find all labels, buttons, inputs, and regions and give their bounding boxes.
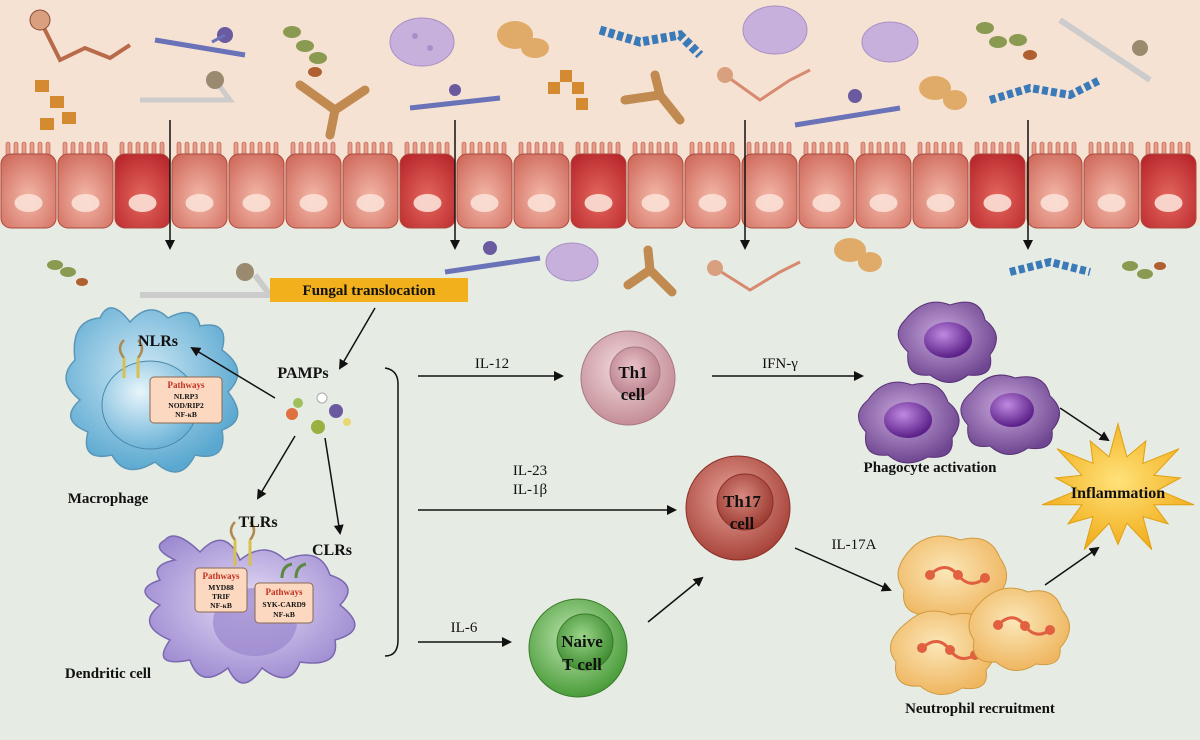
th17-nucleus [716, 473, 774, 531]
epithelial-cell [570, 141, 627, 229]
phagocyte-cells [858, 301, 1060, 464]
hypha-icon [1058, 17, 1152, 83]
naive-to-th17-arrow [647, 576, 704, 623]
mycelium-icon [598, 25, 704, 59]
fungal-translocation-label: Fungal translocation [303, 283, 437, 299]
spore-icon [742, 5, 808, 55]
th1-nucleus [609, 346, 661, 398]
inflammation-label: Inflammation [1071, 485, 1165, 502]
lumen-fungi [29, 5, 1152, 140]
pseudohyphae-icon [295, 80, 370, 140]
macrophage-pathways-title: Pathways [167, 380, 204, 390]
epithelial-cell [684, 141, 741, 229]
epithelial-cell [342, 141, 399, 229]
epithelial-cell [57, 141, 114, 229]
epithelial-cell [0, 141, 57, 229]
th1-label-line2: cell [621, 385, 646, 404]
hypha-icon [794, 89, 901, 128]
pseudohyphae-icon [620, 70, 685, 125]
pamps-to-clrs-arrow [324, 437, 344, 535]
nlrs-label: NLRs [138, 333, 178, 350]
dc-tlr-pathway-item: TRIF [212, 592, 230, 601]
il23-label: IL-23 [513, 463, 547, 479]
epithelial-cell [741, 141, 798, 229]
fungal-translocation-banner [270, 278, 468, 302]
epithelial-cell [855, 141, 912, 229]
epithelial-cell [1083, 141, 1140, 229]
pamps-to-nlrs-arrow [190, 346, 276, 399]
phagocyte-activation-label: Phagocyte activation [864, 460, 998, 476]
naive-label-line2: T cell [562, 655, 602, 674]
epithelial-cell [798, 141, 855, 229]
translocated-fungi [47, 238, 1166, 298]
neutrophil-to-inflammation-arrow [1044, 546, 1100, 586]
il17a-arrow [794, 547, 892, 592]
budding-yeast-icon [497, 21, 549, 58]
epithelial-cell [513, 141, 570, 229]
phagocyte-to-inflammation-arrow [1059, 407, 1110, 442]
epithelial-cell [399, 141, 456, 229]
hypha-icon [29, 9, 132, 63]
yeast-chain-icon [976, 22, 1037, 60]
yeast-chain-icon [283, 26, 327, 77]
dendritic-cell-label: Dendritic cell [65, 666, 151, 682]
pamps-particles [286, 392, 351, 434]
epithelial-cell [969, 141, 1026, 229]
naive-t-nucleus [556, 613, 614, 671]
dc-tlr-pathways-box [194, 567, 248, 613]
inflammation-burst [1041, 421, 1195, 551]
il12-label: IL-12 [475, 356, 509, 372]
pamps-to-tlrs-arrow [256, 435, 296, 500]
spore-icon [861, 21, 919, 63]
il1b-label: IL-1β [513, 482, 547, 498]
epithelial-cell [912, 141, 969, 229]
epithelial-cell [285, 141, 342, 229]
dc-clr-pathways-title: Pathways [265, 587, 302, 597]
neutrophil-recruitment-label: Neutrophil recruitment [905, 701, 1055, 717]
macrophage-label: Macrophage [68, 491, 149, 507]
hypha-icon [717, 67, 811, 102]
clrs-label: CLRs [312, 542, 352, 559]
mycelium-icon [988, 76, 1102, 104]
naive-label-line1: Naive [561, 632, 603, 651]
spore-icon [389, 17, 455, 67]
epithelial-cell [171, 141, 228, 229]
dc-tlr-pathways-title: Pathways [202, 571, 239, 581]
neutrophil-cells [889, 535, 1070, 695]
epithelial-cell [1140, 141, 1197, 229]
hypha-icon [409, 84, 501, 111]
dc-tlr-pathway-item: NF-κB [210, 601, 232, 610]
macrophage-pathway-item: NOD/RIP2 [168, 401, 204, 410]
macrophage-pathway-item: NLRP3 [174, 392, 198, 401]
th17-label-line1: Th17 [723, 492, 761, 511]
th17-label-line2: cell [730, 514, 755, 533]
epithelial-cell [114, 141, 171, 229]
epithelial-layer [0, 141, 1197, 229]
yeast-chain-icon [35, 80, 76, 130]
hypha-icon [154, 27, 246, 58]
ifng-label: IFN-γ [762, 356, 798, 372]
dc-clr-pathways-box [254, 582, 314, 624]
epithelial-cell [627, 141, 684, 229]
th1-label-line1: Th1 [618, 363, 647, 382]
epithelial-cell [1026, 141, 1083, 229]
hypha-icon [140, 71, 235, 103]
il6-label: IL-6 [451, 620, 478, 636]
macrophage-pathways-box [149, 376, 223, 424]
tlrs-label: TLRs [238, 514, 277, 531]
macrophage-pathway-item: NF-κB [175, 410, 197, 419]
il17a-label: IL-17A [832, 537, 877, 553]
bracket [384, 367, 399, 657]
pamps-label: PAMPs [277, 365, 328, 382]
translocation-to-pamps-arrow [338, 307, 376, 370]
epithelial-cell [456, 141, 513, 229]
yeast-chain-icon [548, 70, 588, 110]
budding-yeast-icon [919, 76, 967, 110]
dc-clr-pathway-item: NF-κB [273, 610, 295, 619]
dc-tlr-pathway-item: MYD88 [208, 583, 234, 592]
epithelial-cell [228, 141, 285, 229]
dc-clr-pathway-item: SYK-CARD9 [262, 600, 306, 609]
